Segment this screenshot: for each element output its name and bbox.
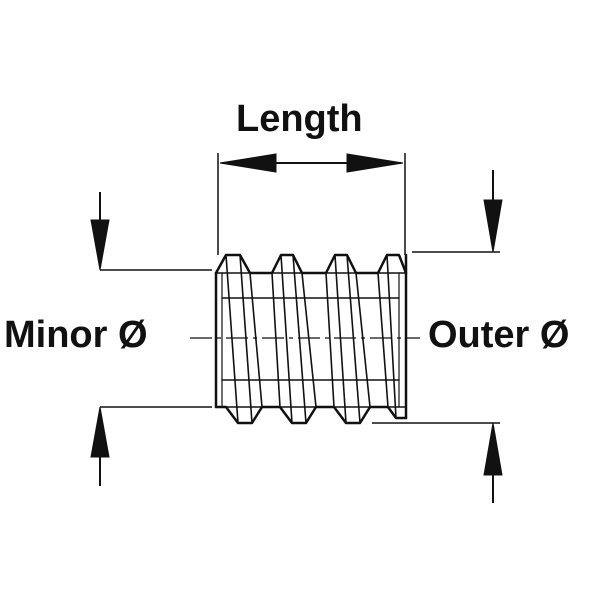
outer-diameter-label: Outer Ø: [428, 314, 570, 356]
minor-arrow-up-icon: [90, 406, 110, 458]
length-label: Length: [236, 98, 363, 140]
thread-crests-bottom: [214, 405, 408, 425]
minor-diameter-dimension: [90, 192, 212, 486]
threaded-insert: [214, 253, 408, 425]
thread-crests-top: [214, 253, 408, 275]
length-arrow-left-icon: [219, 153, 277, 173]
thread-helix-lines: [225, 254, 397, 424]
length-arrow-right-icon: [346, 153, 404, 173]
outer-diameter-dimension: [372, 170, 503, 503]
minor-diameter-label: Minor Ø: [4, 314, 148, 356]
minor-arrow-down-icon: [90, 219, 110, 271]
outer-arrow-down-icon: [483, 199, 503, 253]
length-dimension: [217, 153, 406, 255]
outer-arrow-up-icon: [483, 422, 503, 476]
